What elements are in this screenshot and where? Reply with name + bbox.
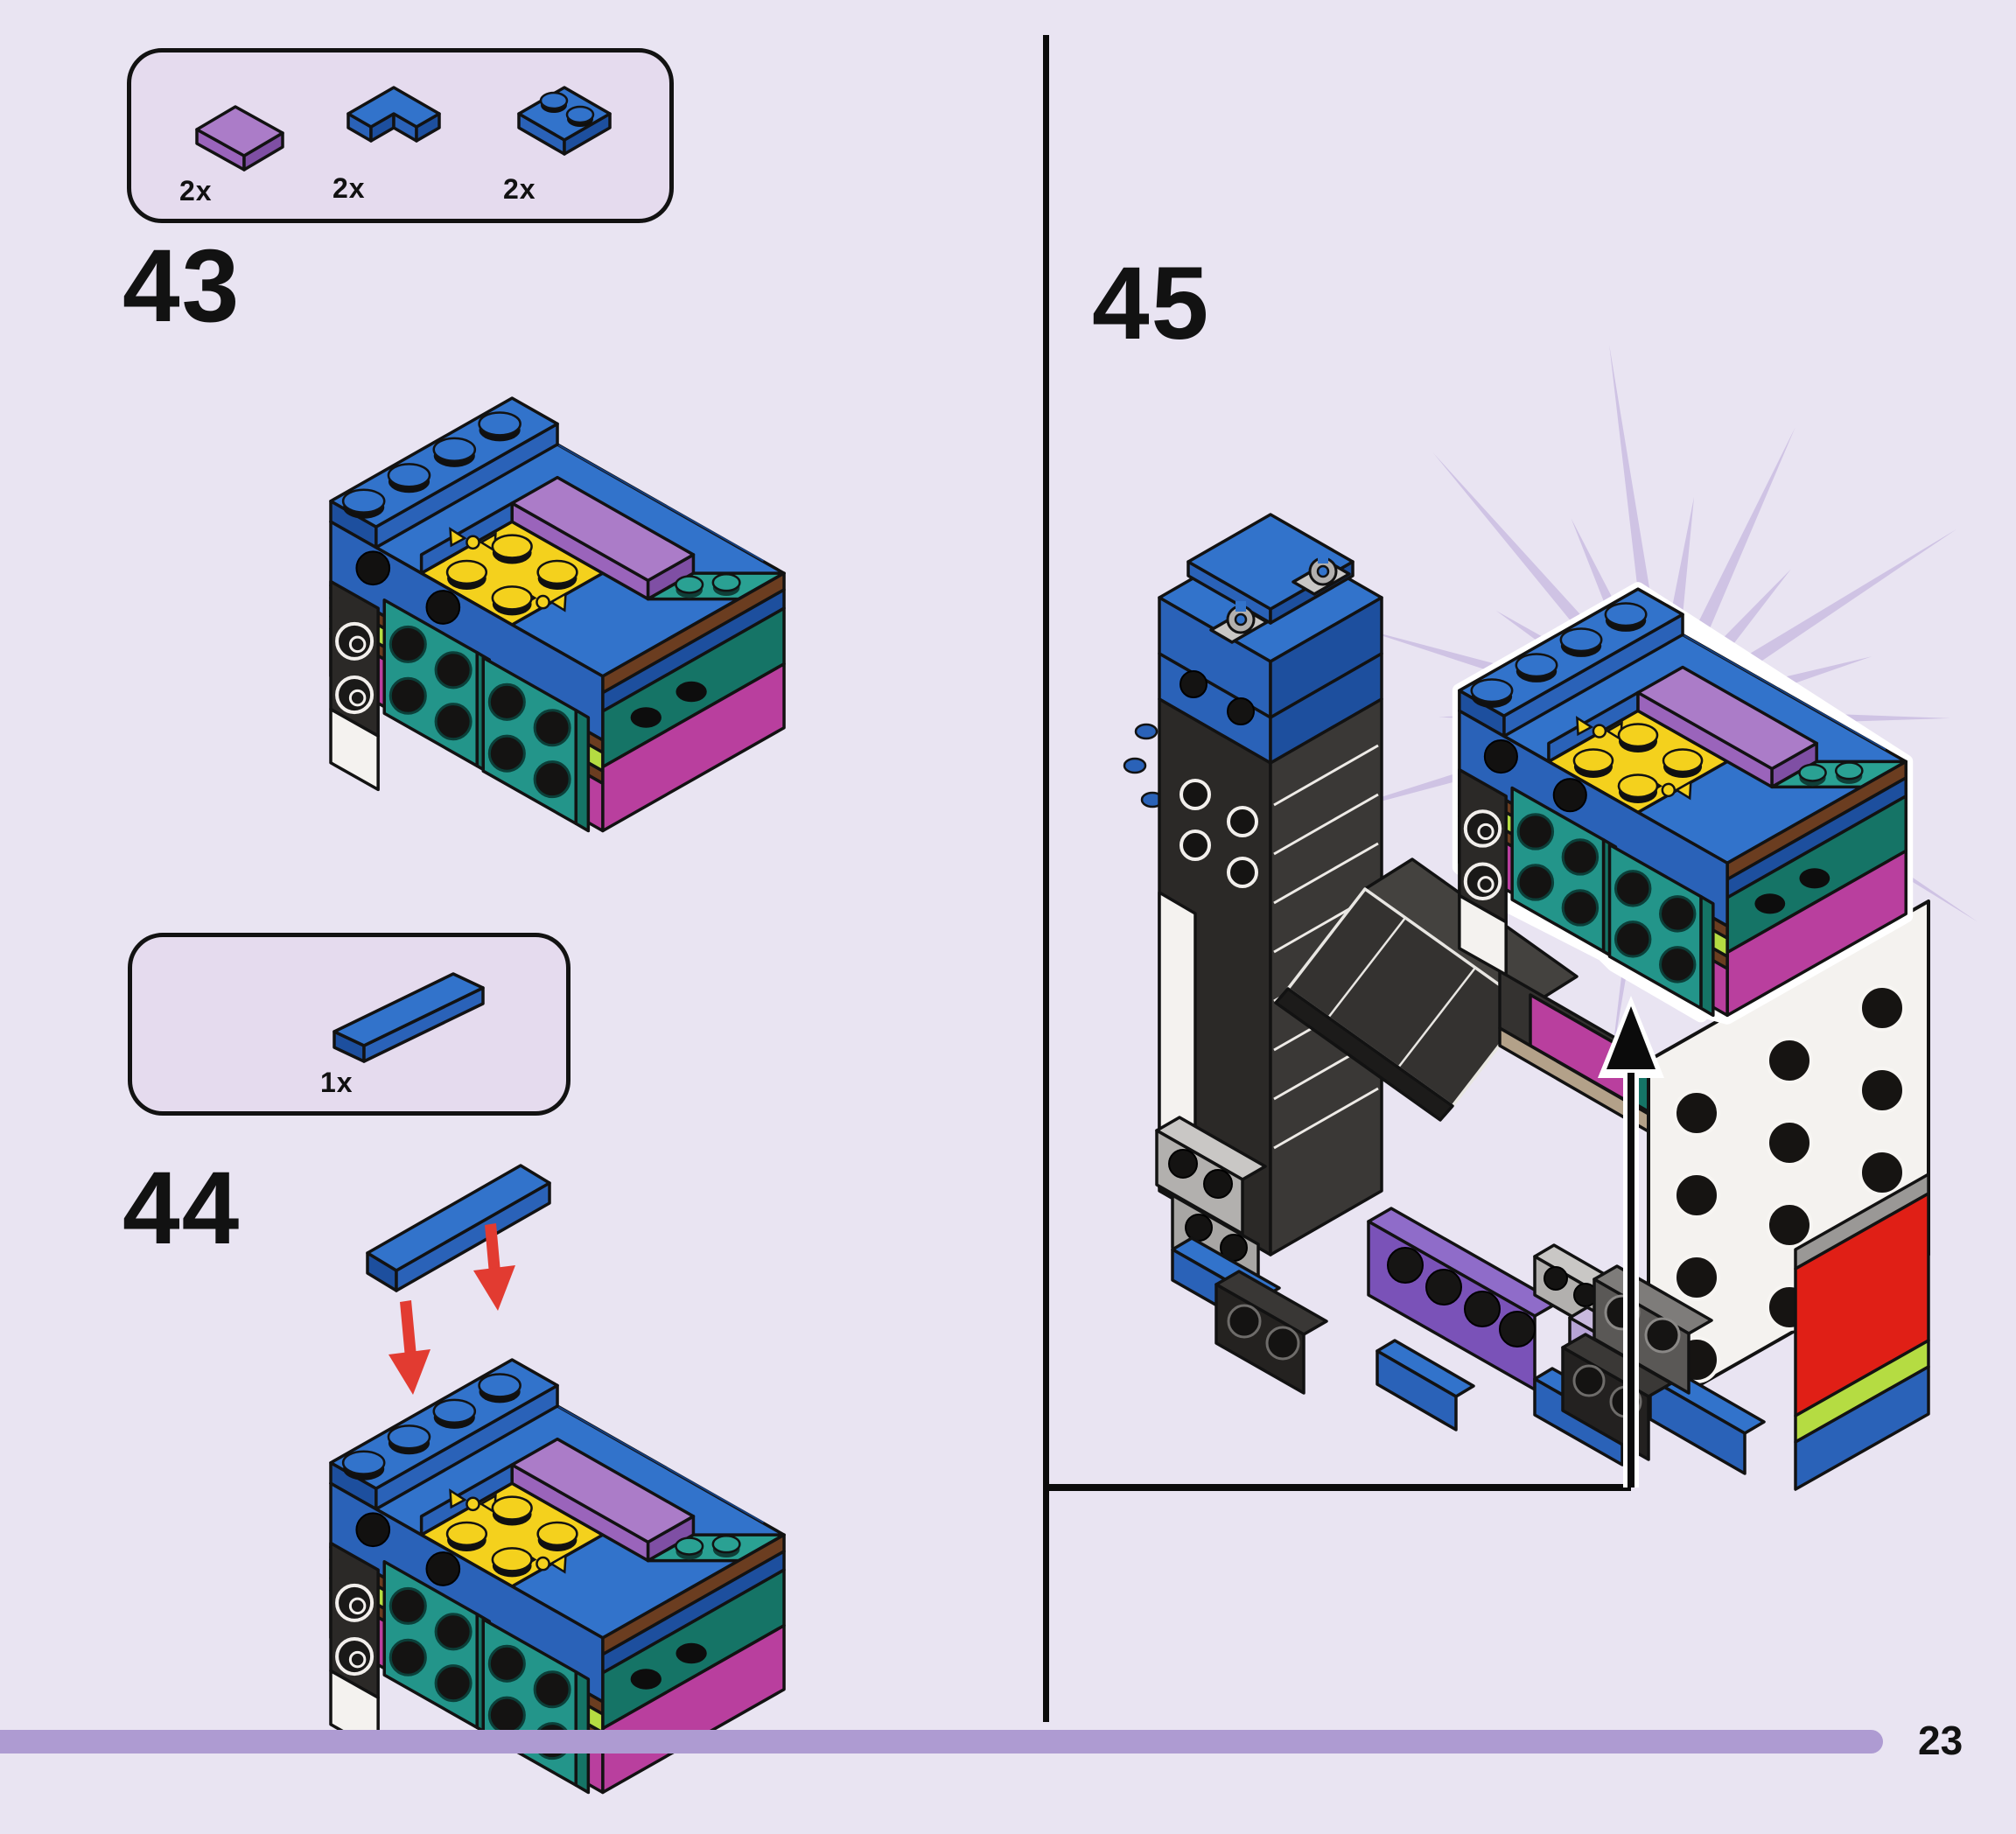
callout-arrow-icon <box>1048 996 1664 1488</box>
part-tile-1x2-purple: 2x <box>179 79 302 207</box>
part-qty: 1x <box>320 1067 354 1098</box>
right-base <box>1563 901 1928 1489</box>
part-qty: 2x <box>179 175 213 206</box>
page-number: 23 <box>1918 1718 1964 1763</box>
step-44-number: 44 <box>122 1151 242 1266</box>
step-44-diagram <box>203 1339 842 1834</box>
part-qty: 2x <box>503 173 536 205</box>
plate-2x2-blue-icon <box>503 68 634 173</box>
step-45-number: 45 <box>1092 246 1211 361</box>
part-tile-1x4-blue: 1x <box>320 962 522 1099</box>
tile-1x2-purple-icon <box>179 79 302 175</box>
step-43-diagram <box>203 377 842 872</box>
down-arrow-icon <box>388 1223 515 1395</box>
step-45-diagram <box>1045 345 1978 1732</box>
part-corner-plate-blue: 2x <box>332 72 464 205</box>
part-qty: 2x <box>332 172 366 204</box>
step-44-placement-diagram <box>324 1148 578 1395</box>
floating-tile-1x4 <box>368 1166 550 1291</box>
blue-bar-studs <box>1124 724 1163 807</box>
parts-box-step-43: 2x 2x 2x <box>127 48 674 223</box>
progress-bar <box>0 1730 1883 1754</box>
section-divider <box>1043 35 1049 1722</box>
corner-plate-2x2-blue-icon <box>332 72 464 172</box>
parts-box-step-44: 1x <box>128 933 570 1116</box>
tower-model <box>1124 514 1382 1393</box>
clip-piece-icon <box>1211 553 1349 642</box>
tile-1x4-blue-icon <box>320 962 522 1067</box>
part-plate-2x2-blue: 2x <box>503 68 634 206</box>
step-43-number: 43 <box>122 228 242 344</box>
